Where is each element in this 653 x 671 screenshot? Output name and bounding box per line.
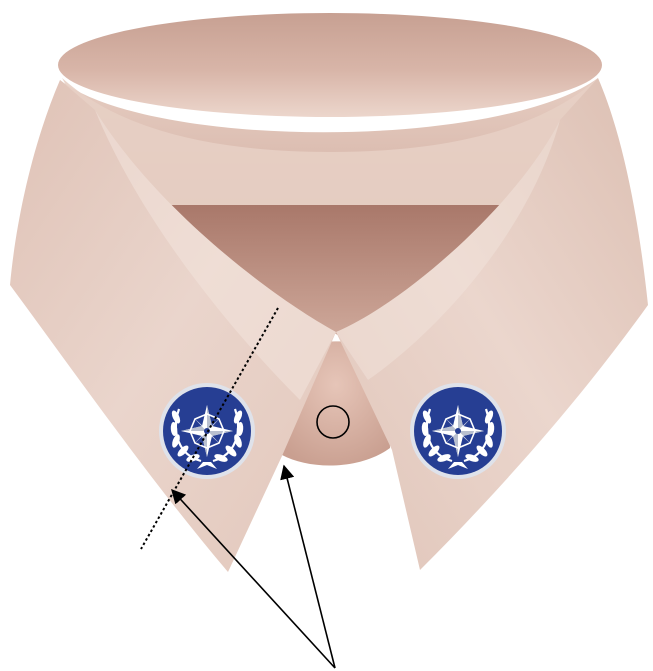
right-collar-badge-icon bbox=[410, 383, 506, 479]
pointer-arrow-right bbox=[284, 466, 335, 668]
collar-band-top bbox=[58, 13, 602, 117]
